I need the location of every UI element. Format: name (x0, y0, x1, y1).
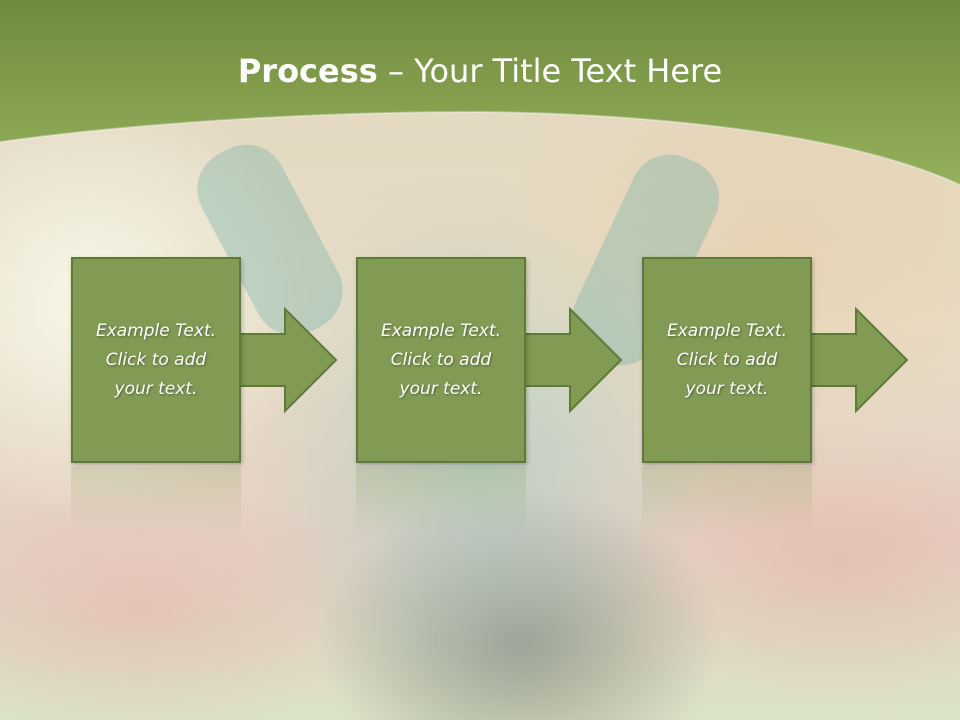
step-text[interactable]: Example Text. Click to add your text. (380, 320, 502, 399)
step-reflection (71, 467, 241, 537)
title-rest: – Your Title Text Here (377, 52, 723, 90)
step-text[interactable]: Example Text. Click to add your text. (666, 320, 788, 399)
step-box[interactable]: Example Text. Click to add your text. (71, 257, 241, 463)
arrow-right-icon (810, 307, 909, 413)
step-box[interactable]: Example Text. Click to add your text. (356, 257, 526, 463)
step-reflection (642, 467, 812, 537)
step-box[interactable]: Example Text. Click to add your text. (642, 257, 812, 463)
step-text[interactable]: Example Text. Click to add your text. (95, 320, 217, 399)
arrow-right-icon (524, 307, 623, 413)
step-reflection (356, 467, 526, 537)
page-title: Process – Your Title Text Here (0, 52, 960, 90)
title-bold: Process (237, 52, 378, 90)
arrow-right-icon (239, 307, 338, 413)
title-banner (0, 0, 960, 186)
